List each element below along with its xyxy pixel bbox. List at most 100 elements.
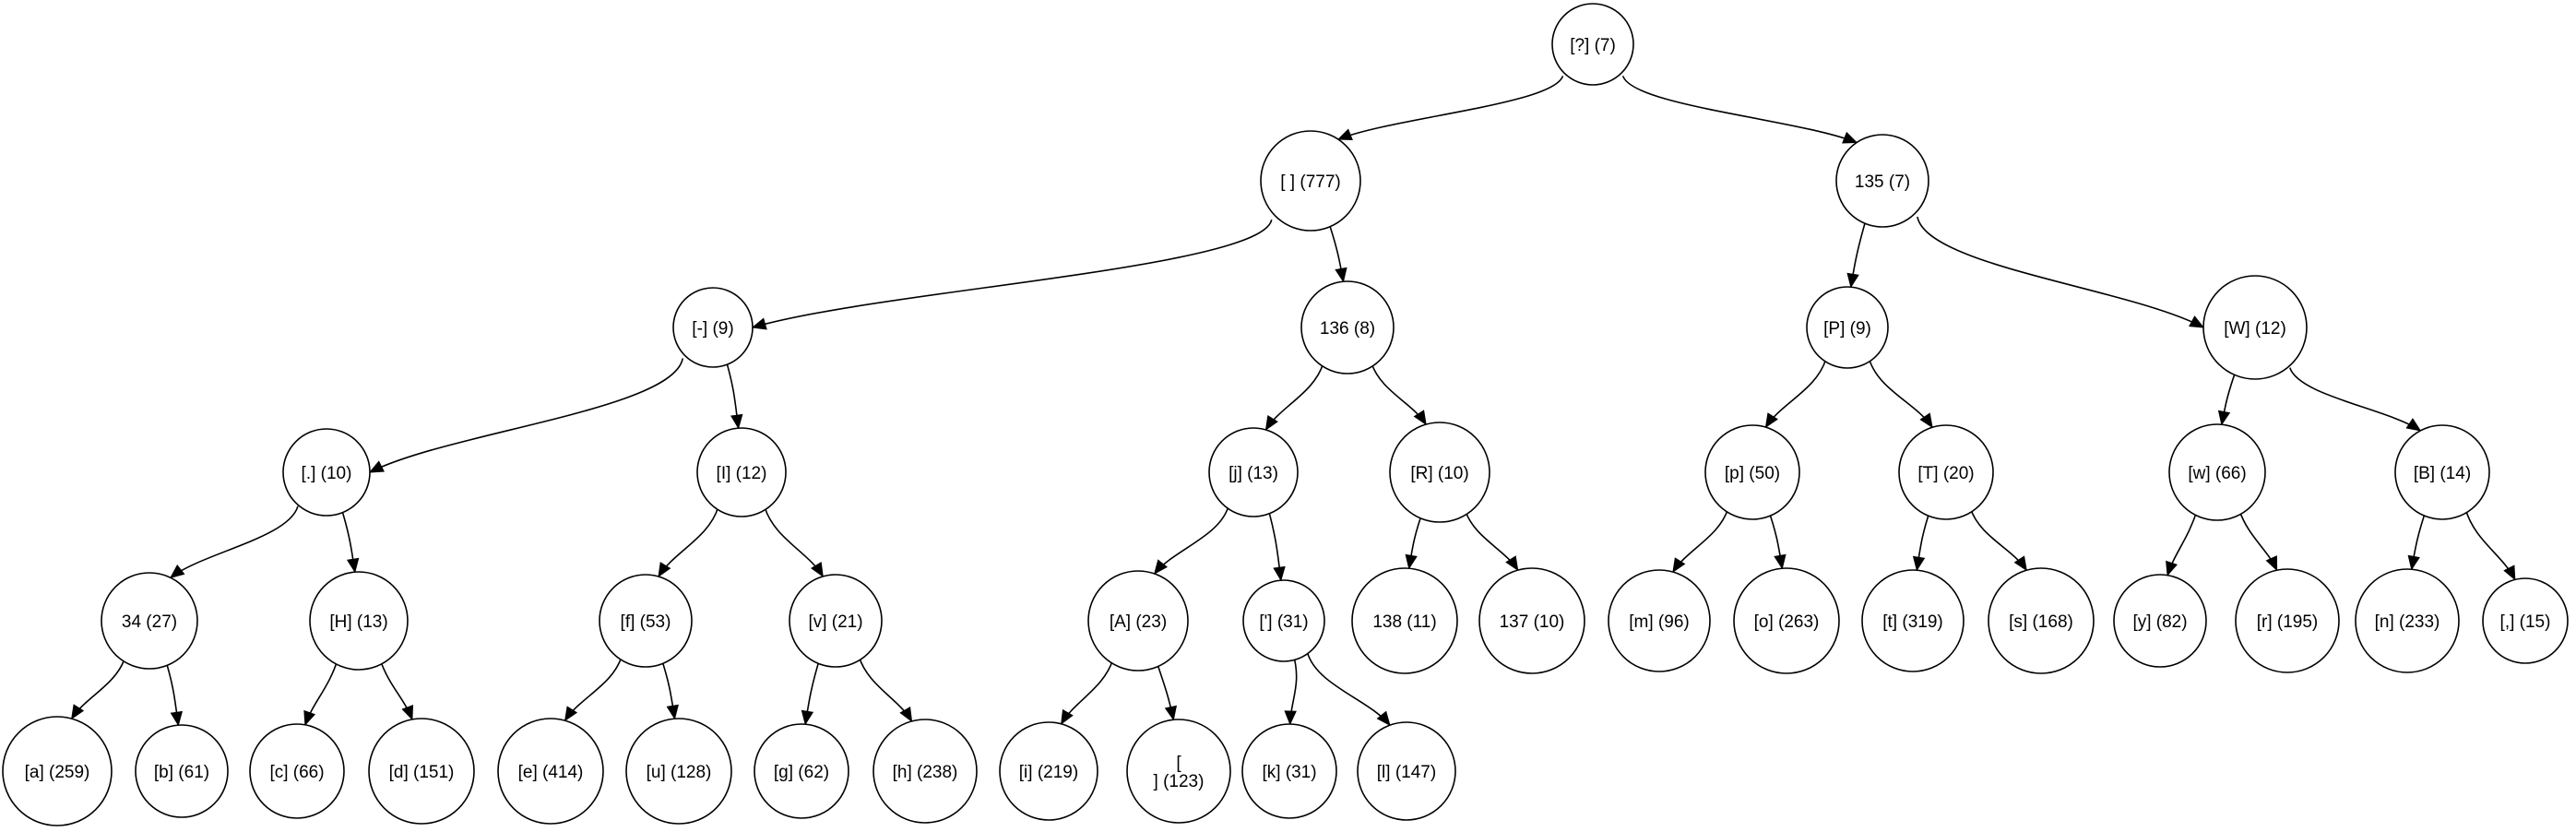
- arrow-head: [1842, 131, 1858, 144]
- node-label: [c] (66): [269, 763, 324, 782]
- node-circle: [1126, 719, 1231, 824]
- tree-node: [t] (319): [1861, 569, 1965, 672]
- node-circle: [2235, 568, 2340, 673]
- edge-n17-n36: [659, 656, 679, 720]
- node-circle: [2355, 568, 2460, 673]
- edge-n16-n33: [303, 659, 339, 726]
- arrow-head: [303, 709, 316, 726]
- node-circle: [1208, 427, 1299, 517]
- tree-node: [.] (10): [282, 428, 371, 517]
- edge-n10-n21: [1405, 510, 1424, 570]
- node-label: 138 (11): [1372, 612, 1436, 632]
- edge-n14-n29: [2407, 508, 2428, 571]
- tree-node: 34 (27): [101, 572, 198, 670]
- arrow-head: [811, 562, 824, 578]
- tree-node: [?] (7): [1551, 3, 1634, 86]
- node-label: [j] (13): [1229, 464, 1278, 483]
- tree-node: [k] (31): [1241, 723, 1337, 819]
- tree-node: [h] (238): [873, 719, 978, 824]
- node-label: [u] (128): [647, 763, 712, 782]
- node-circle: [1242, 579, 1325, 662]
- arrow-head: [169, 565, 185, 579]
- arrow-head: [1764, 412, 1778, 429]
- edge-n2-n5: [1846, 216, 1868, 289]
- node-label: [w] (66): [2188, 464, 2246, 483]
- edge-line: [1621, 75, 1858, 144]
- node-circle: [1357, 721, 1456, 821]
- arrow-head: [71, 704, 85, 720]
- arrow-head: [1912, 555, 1926, 572]
- node-circle: [2, 716, 113, 826]
- tree-node: [ ] (777): [1260, 130, 1361, 232]
- edge-line: [658, 506, 719, 577]
- node-circle: [873, 719, 978, 824]
- arrow-head: [1264, 415, 1278, 432]
- tree-node: [,] (15): [2482, 577, 2569, 664]
- edge-root-n2: [1621, 75, 1858, 144]
- tree-node: [w] (66): [2168, 423, 2266, 521]
- node-label: [I] (12): [717, 464, 767, 483]
- arrow-head: [1672, 557, 1686, 574]
- node-label: [b] (61): [154, 763, 209, 782]
- arrow-head: [170, 710, 184, 727]
- edge-n18-n37: [801, 656, 822, 726]
- tree-node: 136 (8): [1300, 280, 1395, 374]
- edge-n20-n42: [1306, 652, 1391, 727]
- tree-node: [u] (128): [625, 718, 732, 825]
- edge-n3-n7: [368, 358, 684, 473]
- arrow-head: [658, 562, 671, 578]
- tree-node: [v] (21): [789, 574, 883, 668]
- node-circle: [1389, 422, 1490, 523]
- tree-node: [m] (96): [1608, 569, 1711, 672]
- node-label: [: [1176, 754, 1181, 773]
- tree-node: [T] (20): [1898, 424, 1994, 520]
- arrow-head: [2405, 418, 2422, 432]
- tree-node: [-] (9): [672, 287, 754, 368]
- edge-line: [170, 505, 299, 578]
- edge-n19-n40: [1155, 659, 1177, 721]
- node-circle: [1704, 424, 1800, 520]
- node-label: [ ] (777): [1280, 172, 1340, 192]
- arrow-head: [801, 709, 814, 726]
- tree-node: ['] (31): [1242, 579, 1325, 662]
- arrow-head: [1774, 553, 1787, 570]
- arrow-head: [368, 460, 385, 473]
- edge-n4-n10: [1371, 363, 1427, 426]
- arrow-head: [2166, 560, 2178, 576]
- edge-n16-n34: [379, 659, 414, 721]
- arrow-head: [2407, 554, 2420, 571]
- edge-n1-n3: [751, 219, 1273, 330]
- node-circle: [1551, 3, 1634, 86]
- node-label: [.] (10): [302, 464, 352, 483]
- node-label: [l] (147): [1377, 763, 1436, 782]
- arrow-head: [2013, 555, 2027, 572]
- node-label: 137 (10): [1500, 612, 1565, 632]
- tree-node: [l] (147): [1357, 721, 1456, 821]
- arrow-head: [1061, 708, 1074, 725]
- edge-n10-n22: [1465, 510, 1519, 572]
- tree-node: [H] (13): [309, 571, 409, 671]
- node-label: [r] (195): [2257, 612, 2319, 632]
- node-label: [A] (23): [1110, 612, 1167, 632]
- edge-n13-n27: [2166, 509, 2199, 576]
- node-label: [n] (233): [2375, 612, 2440, 632]
- arrow-head: [2189, 315, 2205, 328]
- tree-node: [s] (168): [1988, 567, 2095, 674]
- edge-line: [2289, 367, 2421, 432]
- edge-n7-n16: [339, 505, 360, 574]
- arrow-head: [1376, 710, 1391, 727]
- node-label: [k] (31): [1262, 763, 1316, 782]
- arrow-head: [1919, 412, 1933, 429]
- arrow-head: [2503, 565, 2516, 581]
- edge-n15-n31: [71, 658, 126, 720]
- node-circle: [282, 428, 371, 517]
- node-circle: [2202, 275, 2308, 380]
- node-circle: [497, 718, 604, 825]
- node-label: [t] (319): [1882, 612, 1942, 632]
- node-label: 136 (8): [1320, 319, 1375, 339]
- nodes-layer: [?] (7)[ ] (777)135 (7)[-] (9)136 (8)[P]…: [2, 3, 2569, 826]
- arrow-head: [1336, 128, 1353, 141]
- node-label: [i] (219): [1019, 763, 1078, 782]
- tree-node: [R] (10): [1389, 422, 1490, 523]
- edge-line: [752, 219, 1273, 328]
